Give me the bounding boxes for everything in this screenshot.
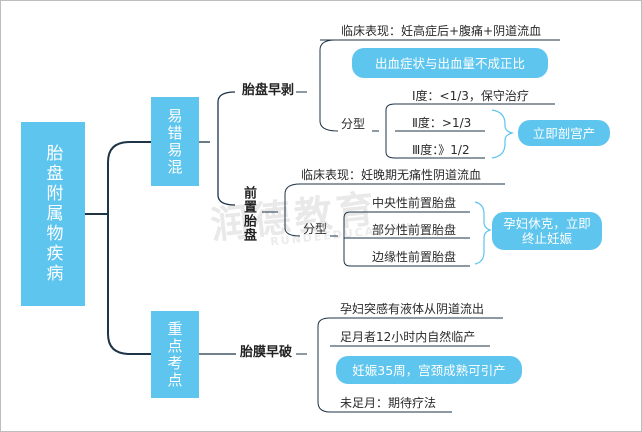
prom-item-2: 足月者12小时内自然临产 xyxy=(340,330,476,344)
abruption-action: 立即剖宫产 xyxy=(518,120,610,146)
group-node-key-points: 重点考点 xyxy=(151,311,199,398)
abruption-note: 出血症状与出血量不成正比 xyxy=(352,48,548,78)
prom-item-3: 未足月：期待疗法 xyxy=(340,396,437,410)
abruption-typing-label: 分型 xyxy=(341,117,366,131)
prom-title: 胎膜早破 xyxy=(240,345,293,360)
previa-type-1: 中央性前置胎盘 xyxy=(372,196,457,210)
prom-item-1: 孕妇突感有液体从阴道流出 xyxy=(340,302,485,316)
previa-type-2: 部分性前置胎盘 xyxy=(372,223,457,237)
previa-action: 孕妇休克，立即终止妊娠 xyxy=(492,212,602,250)
prom-note: 妊娠35周，宫颈成熟可引产 xyxy=(336,356,522,384)
abruption-type-3: Ⅲ度：》1/2 xyxy=(412,143,470,157)
abruption-clinical: 临床表现：妊高症后+腹痛+阴道流血 xyxy=(341,24,542,38)
previa-clinical: 临床表现：妊晚期无痛性阴道流血 xyxy=(301,168,482,182)
group-node-confusable: 易错易混 xyxy=(151,97,199,186)
abruption-title: 胎盘早剥 xyxy=(242,83,295,98)
root-node: 胎盘附属物疾病 xyxy=(21,122,85,306)
previa-type-3: 边缘性前置胎盘 xyxy=(372,250,457,264)
abruption-type-2: Ⅱ度：>1/3 xyxy=(412,116,472,130)
previa-title: 前置胎盘 xyxy=(241,186,256,242)
abruption-type-1: Ⅰ度：<1/3，保守治疗 xyxy=(412,89,529,103)
previa-typing-label: 分型 xyxy=(303,222,328,236)
